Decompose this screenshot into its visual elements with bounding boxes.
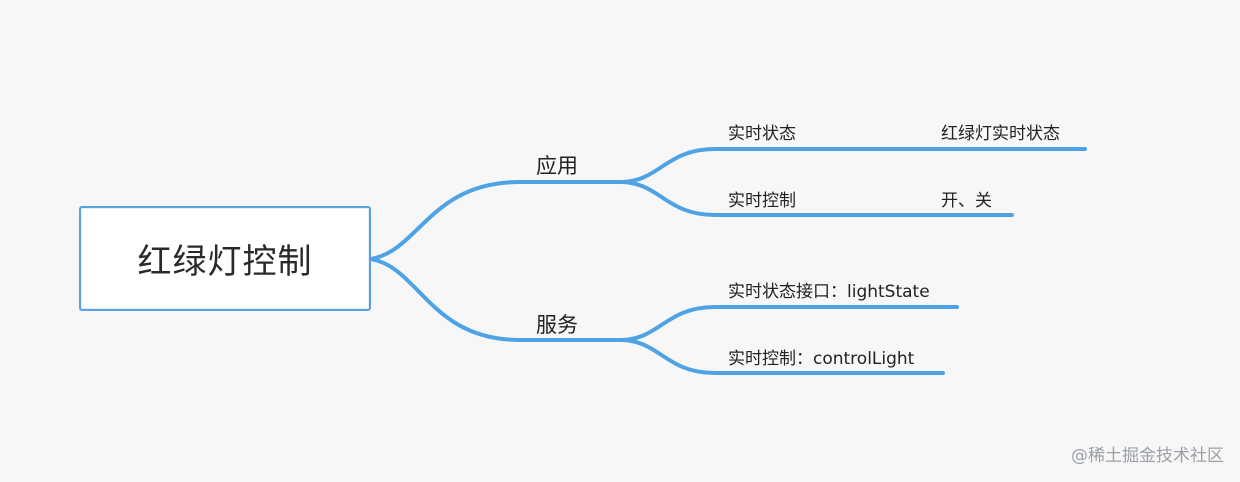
connector-app-to-realtime-control xyxy=(618,180,1014,217)
connector-root-to-branch-service xyxy=(369,257,622,342)
branch-label-service[interactable]: 服务 xyxy=(536,313,578,337)
leaf-note-realtime-control: 开、关 xyxy=(941,191,992,211)
leaf-label-status-api[interactable]: 实时状态接口：lightState xyxy=(728,282,930,302)
connector-root-to-branch-app xyxy=(369,180,622,261)
branch-label-app[interactable]: 应用 xyxy=(536,154,578,178)
leaf-note-realtime-status: 红绿灯实时状态 xyxy=(941,124,1060,144)
watermark: @稀土掘金技术社区 xyxy=(1071,446,1224,466)
leaf-label-realtime-status[interactable]: 实时状态 xyxy=(728,124,796,144)
connector-app-to-realtime-status xyxy=(618,147,1087,184)
root-node[interactable]: 红绿灯控制 xyxy=(79,206,371,311)
leaf-label-control-api[interactable]: 实时控制：controlLight xyxy=(728,349,915,369)
leaf-label-realtime-control[interactable]: 实时控制 xyxy=(728,191,796,211)
root-node-label: 红绿灯控制 xyxy=(137,242,313,282)
connector-service-to-status-api xyxy=(618,305,959,342)
connector-service-to-control-api xyxy=(618,338,945,375)
